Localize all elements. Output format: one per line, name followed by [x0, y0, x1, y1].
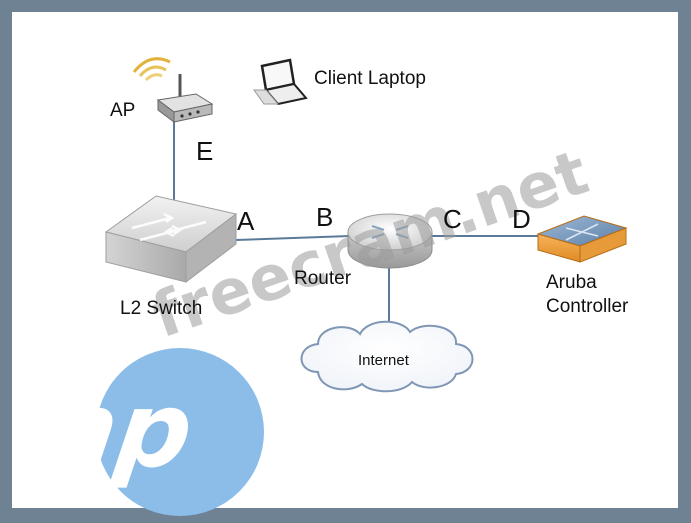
hp-logo: hp: [35, 348, 264, 516]
internet-cloud-icon: [300, 320, 474, 393]
svg-text:hp: hp: [35, 369, 201, 490]
link-label-b: B: [316, 202, 334, 232]
link-ab-line: [235, 235, 351, 241]
ap-label: AP: [110, 100, 136, 121]
router-icon: [347, 213, 433, 269]
link-label-c: C: [443, 204, 462, 234]
connection-lines: [173, 120, 540, 334]
router-label: Router: [294, 268, 352, 289]
client-laptop-label: Client Laptop: [314, 68, 426, 89]
aruba-label-line1: Aruba: [546, 272, 597, 293]
link-label-a: A: [237, 206, 255, 236]
link-label-d: D: [512, 204, 531, 234]
internet-label: Internet: [358, 352, 409, 369]
l2-switch-label: L2 Switch: [120, 298, 203, 319]
laptop-icon: [253, 58, 308, 106]
access-point-icon: [132, 57, 214, 123]
aruba-label-line2: Controller: [546, 296, 629, 317]
aruba-controller-icon: [536, 215, 628, 263]
link-label-e: E: [196, 136, 214, 166]
l2-switch-icon: [104, 195, 238, 284]
